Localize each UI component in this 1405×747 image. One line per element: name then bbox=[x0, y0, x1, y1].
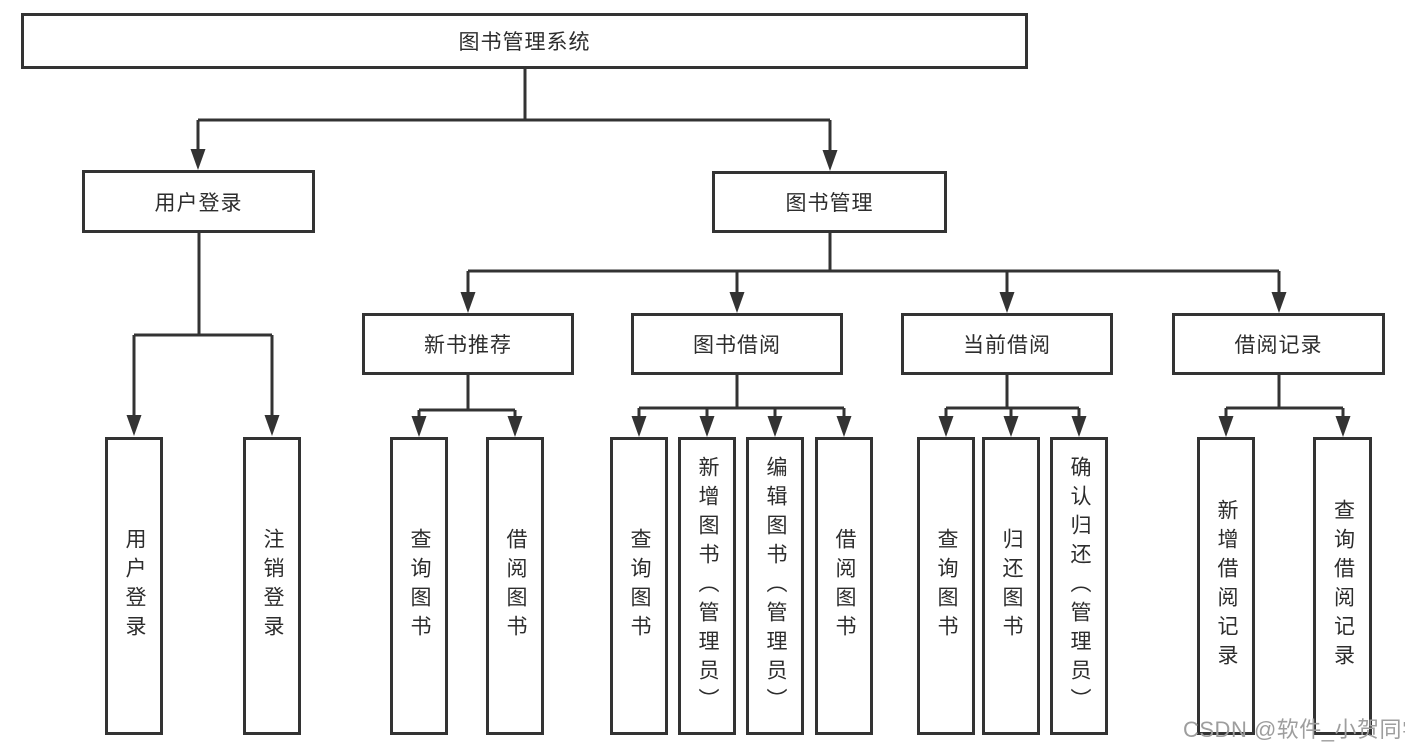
leaf-borrowing-query-books: 查询图书 bbox=[610, 437, 668, 735]
leaf-current-query-books: 查询图书 bbox=[917, 437, 975, 735]
node-user-login: 用户登录 bbox=[82, 170, 315, 233]
leaf-borrowing-borrow-books: 借阅图书 bbox=[815, 437, 873, 735]
leaf-logout-label: 注销登录 bbox=[261, 528, 284, 644]
leaf-current-confirm-return-admin: 确认归还（管理员） bbox=[1050, 437, 1108, 735]
node-book-borrowing: 图书借阅 bbox=[631, 313, 843, 375]
node-current-borrowing-label: 当前借阅 bbox=[963, 334, 1051, 357]
leaf-borrowing-query-books-label: 查询图书 bbox=[628, 528, 651, 644]
node-book-management-label: 图书管理 bbox=[785, 192, 874, 215]
node-book-management: 图书管理 bbox=[712, 171, 947, 233]
leaf-records-query-record: 查询借阅记录 bbox=[1313, 437, 1372, 735]
leaf-current-return-books-label: 归还图书 bbox=[1000, 528, 1023, 644]
csdn-watermark: CSDN @软件_小贺同学 bbox=[1183, 717, 1405, 742]
leaf-borrowing-add-books-admin-label: 新增图书（管理员） bbox=[696, 455, 719, 717]
leaf-recommend-query-books: 查询图书 bbox=[390, 437, 448, 735]
leaf-user-login-label: 用户登录 bbox=[123, 528, 146, 644]
node-user-login-label: 用户登录 bbox=[154, 191, 243, 215]
leaf-recommend-query-books-label: 查询图书 bbox=[408, 528, 431, 644]
leaf-current-confirm-return-admin-label: 确认归还（管理员） bbox=[1068, 455, 1091, 717]
leaf-borrowing-borrow-books-label: 借阅图书 bbox=[833, 528, 856, 644]
leaf-recommend-borrow-books: 借阅图书 bbox=[486, 437, 544, 735]
leaf-current-query-books-label: 查询图书 bbox=[935, 528, 958, 644]
node-library-system-label: 图书管理系统 bbox=[458, 31, 591, 54]
node-new-book-recommend-label: 新书推荐 bbox=[424, 334, 512, 357]
leaf-current-return-books: 归还图书 bbox=[982, 437, 1040, 735]
leaf-borrowing-edit-books-admin-label: 编辑图书（管理员） bbox=[764, 455, 787, 717]
node-borrowing-records: 借阅记录 bbox=[1172, 313, 1385, 375]
leaf-borrowing-add-books-admin: 新增图书（管理员） bbox=[678, 437, 736, 735]
node-book-borrowing-label: 图书借阅 bbox=[693, 334, 781, 357]
leaf-logout: 注销登录 bbox=[243, 437, 301, 735]
leaf-borrowing-edit-books-admin: 编辑图书（管理员） bbox=[746, 437, 804, 735]
leaf-recommend-borrow-books-label: 借阅图书 bbox=[504, 528, 527, 644]
node-new-book-recommend: 新书推荐 bbox=[362, 313, 574, 375]
leaf-records-add-record-label: 新增借阅记录 bbox=[1215, 499, 1238, 673]
node-library-system: 图书管理系统 bbox=[21, 13, 1028, 69]
leaf-user-login: 用户登录 bbox=[105, 437, 163, 735]
leaf-records-add-record: 新增借阅记录 bbox=[1197, 437, 1255, 735]
node-borrowing-records-label: 借阅记录 bbox=[1234, 334, 1323, 357]
node-current-borrowing: 当前借阅 bbox=[901, 313, 1113, 375]
leaf-records-query-record-label: 查询借阅记录 bbox=[1331, 499, 1355, 673]
